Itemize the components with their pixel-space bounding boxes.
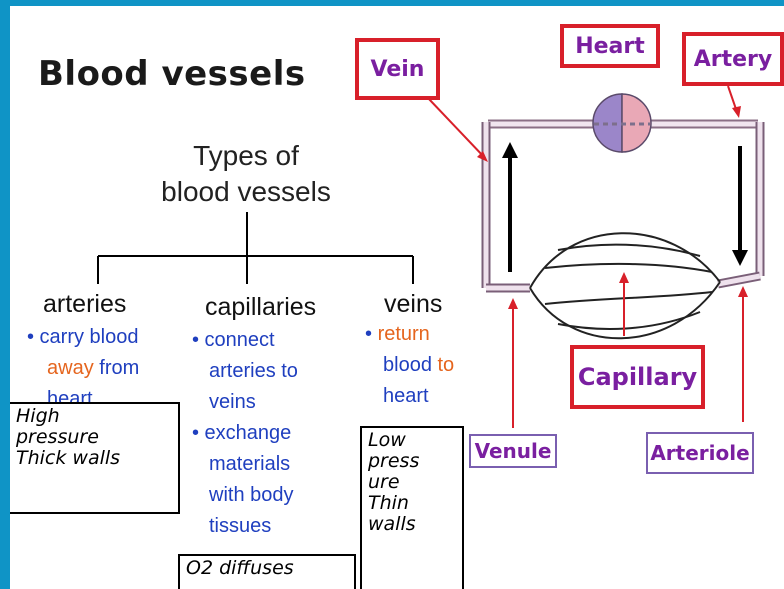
- label-artery: Artery: [682, 32, 784, 86]
- pointer-artery-head: [732, 106, 741, 118]
- pointer-arteriole-head: [738, 286, 748, 297]
- flow-arrow-up-head: [502, 142, 518, 158]
- label-vein: Vein: [355, 38, 440, 100]
- label-arteriole: Arteriole: [646, 432, 754, 474]
- pointer-capillary-head: [619, 272, 629, 283]
- label-venule: Venule: [469, 434, 557, 468]
- pointer-venule-head: [508, 298, 518, 309]
- capillary-3: [545, 292, 712, 304]
- heart-right-half: [622, 94, 651, 152]
- slide: Blood vessels Types of blood vessels art…: [10, 6, 784, 589]
- capillary-2: [545, 264, 712, 272]
- pointer-vein: [428, 98, 485, 158]
- flow-arrow-down-head: [732, 250, 748, 266]
- label-heart: Heart: [560, 24, 660, 68]
- label-capillary: Capillary: [570, 345, 705, 409]
